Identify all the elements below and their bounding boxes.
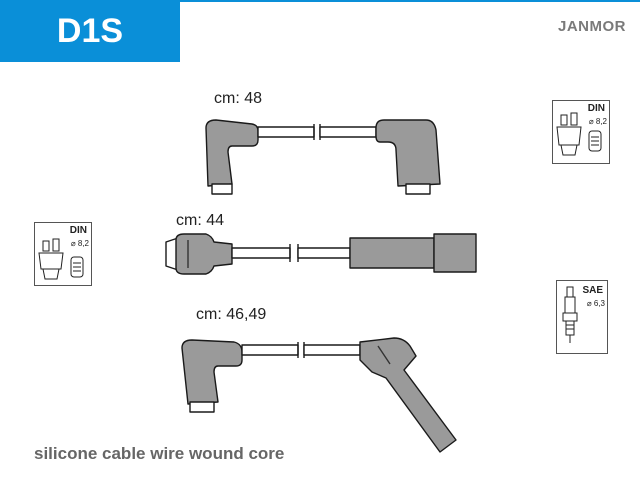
spark-plug-icon bbox=[562, 286, 578, 343]
brand-name: JANMOR bbox=[557, 18, 626, 35]
distributor-cap-icon bbox=[38, 238, 84, 280]
cable-1-wire-b bbox=[319, 126, 377, 138]
sae-badge-diameter: ⌀ 6,3 bbox=[586, 299, 605, 308]
cable-2-right-boot-cap bbox=[433, 233, 477, 273]
header-rule bbox=[180, 0, 640, 2]
cable-1-wire-a bbox=[257, 126, 315, 138]
cable-3-right-boot bbox=[359, 337, 457, 453]
cable-1-left-boot bbox=[205, 119, 259, 187]
din-badge-left-diameter: ⌀ 8,2 bbox=[70, 239, 89, 248]
product-code: D1S bbox=[56, 12, 124, 50]
cable-3-left-boot bbox=[181, 339, 243, 405]
cable-2-wire-b bbox=[297, 247, 351, 259]
cable-2-right-boot-shaft bbox=[349, 237, 435, 269]
din-badge-right: DIN ⌀ 8,2 bbox=[552, 100, 610, 164]
cable-3-wire-b bbox=[303, 344, 361, 356]
din-badge-left: DIN ⌀ 8,2 bbox=[34, 222, 92, 286]
din-badge-right-standard: DIN bbox=[587, 103, 605, 114]
cable-2-left-boot bbox=[175, 233, 233, 275]
din-badge-right-diameter: ⌀ 8,2 bbox=[588, 117, 607, 126]
cable-1-right-boot bbox=[375, 119, 441, 187]
cable-2-length-label: cm: 44 bbox=[176, 212, 225, 229]
sae-badge: SAE ⌀ 6,3 bbox=[556, 280, 608, 354]
cable-2-wire-a bbox=[231, 247, 291, 259]
cable-2 bbox=[165, 233, 477, 275]
product-code-box bbox=[0, 0, 180, 62]
cable-3-left-terminal bbox=[189, 401, 215, 413]
cable-3 bbox=[181, 337, 457, 453]
din-badge-left-standard: DIN bbox=[69, 225, 87, 236]
cable-3-length-label: cm: 46,49 bbox=[196, 306, 267, 323]
cable-1 bbox=[205, 119, 441, 195]
cable-1-right-terminal bbox=[405, 183, 431, 195]
sae-badge-standard: SAE bbox=[582, 285, 603, 296]
cable-1-left-terminal bbox=[211, 183, 233, 195]
cable-1-length-label: cm: 48 bbox=[214, 90, 263, 107]
footer-description: silicone cable wire wound core bbox=[34, 444, 285, 463]
distributor-cap-icon bbox=[556, 112, 602, 156]
cable-3-wire-a bbox=[241, 344, 299, 356]
